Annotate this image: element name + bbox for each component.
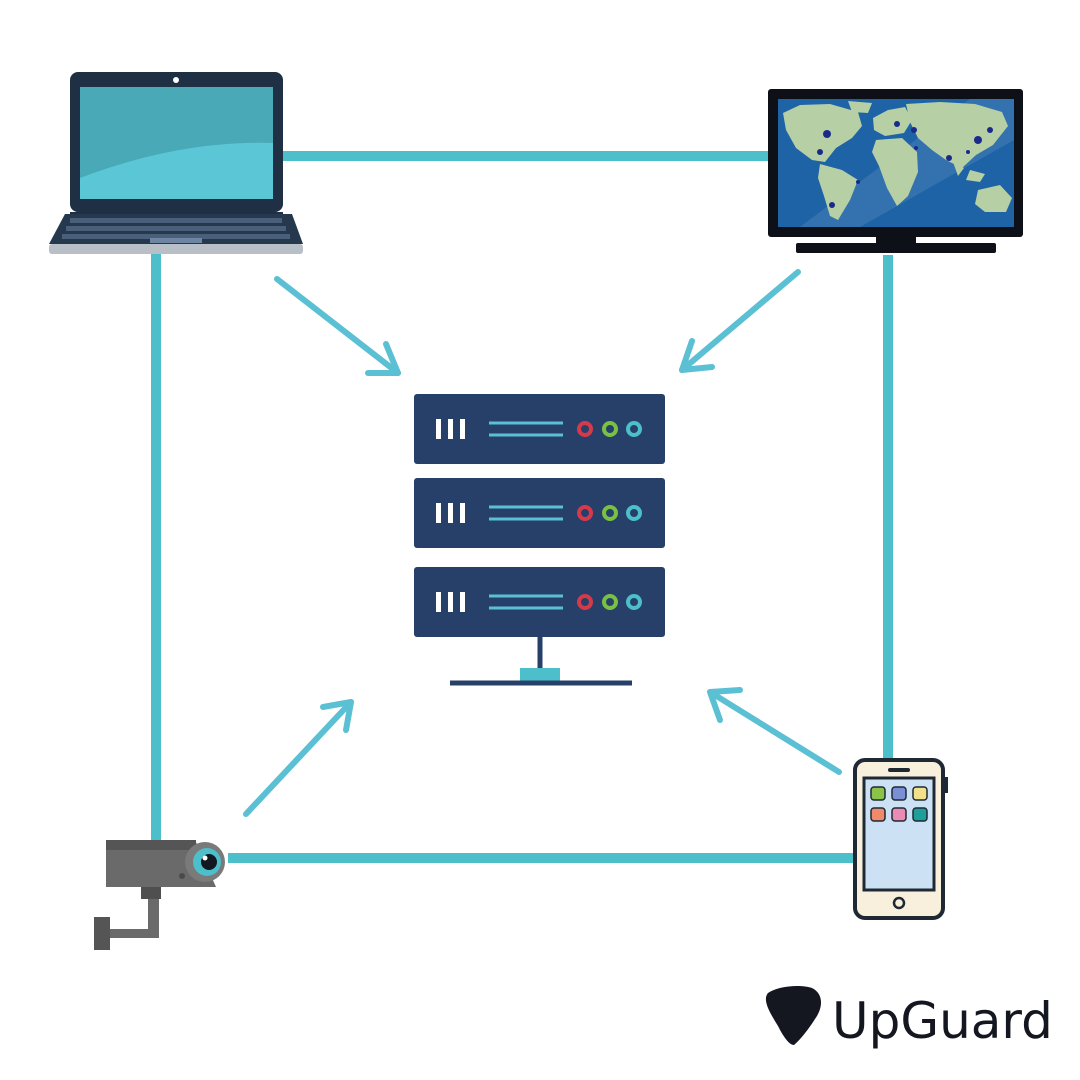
world-map (783, 101, 1012, 220)
laptop-keyboard (62, 218, 290, 239)
status-led-teal (626, 594, 642, 610)
laptop-icon (49, 72, 303, 254)
server-base (450, 637, 632, 686)
status-led-red (577, 421, 593, 437)
arrows-to-server (243, 269, 842, 817)
server-unit (414, 478, 665, 548)
status-led-green (602, 505, 618, 521)
status-led-teal (626, 421, 642, 437)
arrow-laptop-to-server (274, 276, 401, 376)
server-unit (414, 567, 665, 637)
map-markers (817, 121, 993, 208)
status-led-red (577, 505, 593, 521)
world-map-monitor-icon (768, 89, 1023, 253)
status-led-green (602, 594, 618, 610)
smartphone-icon (853, 758, 948, 920)
app-icons (870, 786, 928, 822)
device-connectors (151, 151, 893, 863)
upguard-logo: UpGuard (765, 985, 1053, 1050)
status-led-red (577, 594, 593, 610)
arrow-tv-to-server (679, 269, 801, 373)
arrow-phone-to-server (707, 687, 842, 775)
status-led-green (602, 421, 618, 437)
security-camera-icon (94, 840, 225, 950)
status-led-teal (626, 505, 642, 521)
guitar-pick-shield-icon (765, 985, 822, 1045)
server-unit (414, 394, 665, 464)
arrow-camera-to-server (243, 699, 354, 817)
brand-wordmark: UpGuard (832, 992, 1053, 1050)
server-rack-icon (414, 394, 665, 686)
